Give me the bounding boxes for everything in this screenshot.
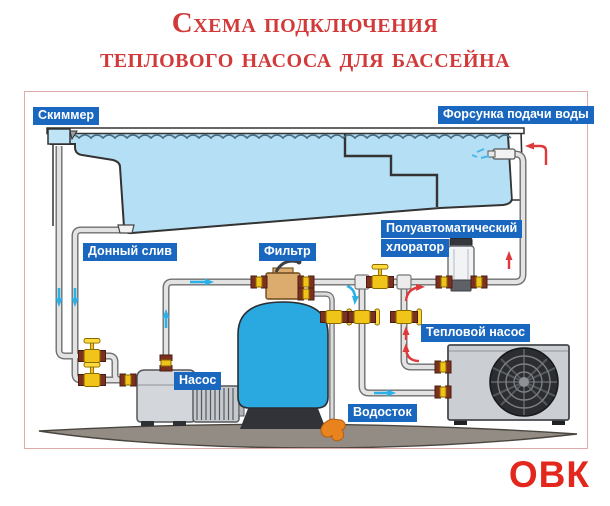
heat-pump-inlet-valve bbox=[347, 308, 380, 326]
pool-cross-section bbox=[46, 127, 525, 235]
hot-flow-arrows bbox=[402, 142, 548, 363]
bypass-valve bbox=[365, 264, 395, 290]
label-heat-pump: Тепловой насос bbox=[421, 324, 531, 342]
schematic-drawing bbox=[38, 127, 578, 448]
label-supply-nozzle: Форсунка подачи воды bbox=[438, 106, 594, 124]
pool-steps bbox=[343, 134, 439, 207]
page-title-line2: теплового насоса для бассейна bbox=[99, 42, 511, 74]
return-nozzle bbox=[471, 148, 516, 160]
tee-fitting bbox=[396, 274, 412, 290]
multiport-valve bbox=[265, 272, 301, 300]
label-filter: Фильтр bbox=[259, 243, 316, 261]
filter-tank bbox=[237, 301, 329, 409]
brand-logo: ОВК bbox=[508, 454, 590, 495]
cold-flow-arrows bbox=[55, 278, 396, 397]
label-drain: Водосток bbox=[348, 404, 417, 422]
skimmer-line-valve bbox=[77, 338, 107, 364]
heat-pump-unit bbox=[434, 344, 570, 425]
skimmer-box bbox=[47, 128, 71, 145]
label-skimmer: Скиммер bbox=[33, 107, 100, 125]
bottom-drain-fitting bbox=[117, 224, 135, 234]
label-chlorinator-line2: хлоратор bbox=[381, 239, 450, 257]
page-title: Схема подключения теплового насоса для б… bbox=[0, 6, 610, 76]
pool-water bbox=[50, 132, 514, 235]
chlorinator-unit bbox=[435, 234, 488, 292]
label-chlorinator: Полуавтоматический хлоратор bbox=[381, 220, 523, 257]
pool-rim bbox=[46, 127, 525, 135]
label-chlorinator-line1: Полуавтоматический bbox=[381, 220, 523, 238]
multiport-valve-handle bbox=[274, 259, 300, 273]
bottom-drain-line-valve bbox=[77, 362, 107, 388]
skimmer-weir bbox=[69, 130, 78, 141]
diagram-frame: Скиммер Форсунка подачи воды Донный слив… bbox=[24, 91, 594, 449]
waste-water-splash bbox=[320, 418, 346, 442]
waste-line-valve bbox=[319, 308, 352, 326]
water-surface-waves bbox=[54, 134, 512, 140]
water-jet-splash bbox=[471, 148, 490, 159]
sand-filter bbox=[237, 259, 329, 429]
label-pump: Насос bbox=[174, 372, 222, 390]
heat-pump-outlet-valve bbox=[389, 308, 422, 326]
page-title-line1: Схема подключения bbox=[171, 7, 439, 39]
label-bottom-drain: Донный слив bbox=[83, 243, 177, 261]
circulation-pump bbox=[119, 354, 245, 426]
pump-motor bbox=[192, 385, 240, 423]
